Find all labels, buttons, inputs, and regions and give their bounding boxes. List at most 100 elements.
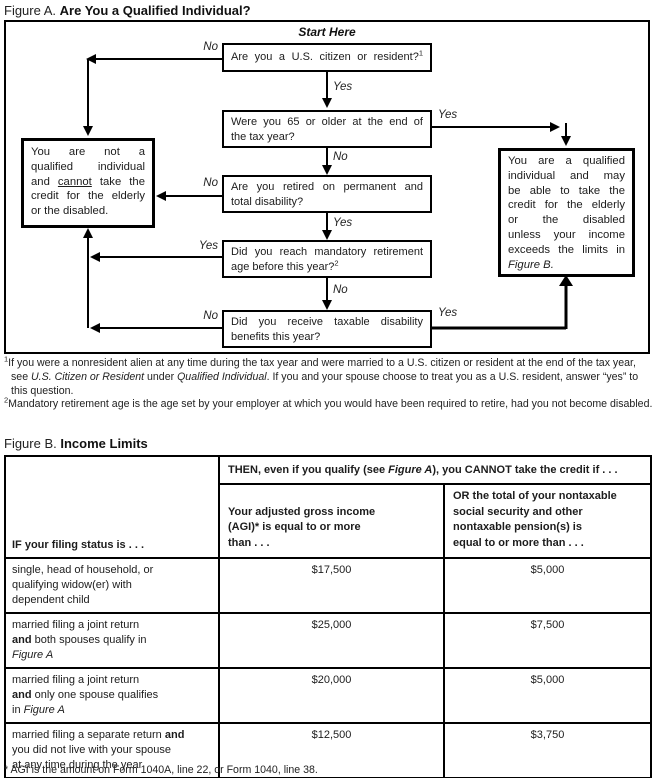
- footnote-italic: Qualified Individual: [177, 370, 267, 383]
- status-text: you did not live with your spouse: [12, 744, 171, 756]
- footnote-ref: 2: [334, 257, 339, 267]
- result-line: You are not a: [31, 146, 145, 158]
- result-line-text: and: [31, 175, 58, 188]
- yes-label: Yes: [333, 217, 353, 229]
- status-bold: and: [164, 729, 185, 741]
- agi-amount-cell: $20,000: [218, 667, 445, 724]
- pension-amount-cell: $7,500: [442, 612, 653, 669]
- pension-header-line: OR the total of your nontaxable: [453, 490, 617, 502]
- footnote-italic: U.S. Citizen or Resident: [31, 370, 145, 383]
- no-label: No: [333, 151, 348, 163]
- result-line: be able to take the: [508, 184, 625, 197]
- start-here-label: Start Here: [298, 25, 356, 39]
- footnote-number: 2: [4, 395, 9, 405]
- question-box-age-65: Were you 65 or older at the end of the t…: [222, 110, 432, 148]
- status-line: you did not live with your spouse: [12, 743, 212, 758]
- status-text: dependent child: [12, 594, 90, 606]
- then-text: ), you CANNOT take the credit if . . .: [432, 464, 618, 476]
- status-line: Figure A: [12, 648, 212, 663]
- question-line: Did you receive taxable disability: [231, 316, 423, 328]
- figure-a-reference: Figure A: [388, 464, 433, 476]
- header-row-then: IF your filing status is . . . THEN, eve…: [4, 455, 653, 559]
- then-text: THEN, even if you qualify (see: [228, 464, 389, 476]
- footnote-number: 1: [4, 354, 9, 364]
- agi-amount-cell: $25,000: [218, 612, 445, 669]
- income-limits-table: IF your filing status is . . . THEN, eve…: [4, 455, 653, 778]
- pension-header-line: social security and other: [453, 505, 583, 518]
- no-label: No: [203, 310, 218, 322]
- status-line: at any time during the year: [12, 758, 212, 773]
- agi-header-line: Your adjusted gross income: [228, 505, 376, 518]
- status-bold: and: [12, 634, 32, 646]
- question-line: Are you retired on permanent and: [231, 181, 423, 193]
- result-line: You are a qualified: [508, 155, 625, 167]
- status-text: married filing a separate return: [12, 729, 165, 741]
- footnote-text: . If you and your spouse choose to treat…: [11, 370, 639, 397]
- agi-header-cell: Your adjusted gross income (AGI)* is equ…: [218, 483, 445, 559]
- yes-label: Yes: [438, 109, 458, 121]
- qualification-flowchart: Start Here Are you a U.S. citizen or res…: [4, 20, 650, 354]
- figure-b-title-prefix: Figure B.: [4, 436, 57, 451]
- question-line: Are you a U.S. citizen or resident?: [231, 51, 419, 63]
- result-line: credit for the elderly: [31, 190, 145, 203]
- status-line: and both spouses qualify in: [12, 633, 212, 648]
- status-line: single, head of household, or: [12, 563, 212, 578]
- question-box-citizen: Are you a U.S. citizen or resident?1: [222, 43, 432, 72]
- underlined-word: cannot: [57, 175, 92, 188]
- result-line: or the disabled.: [31, 205, 109, 218]
- no-label: No: [333, 284, 348, 296]
- status-line: dependent child: [12, 593, 212, 608]
- status-line: in Figure A: [12, 703, 212, 718]
- header-row-columns: Your adjusted gross income (AGI)* is equ…: [5, 483, 653, 559]
- filing-status-cell: married filing a joint return and only o…: [4, 667, 220, 724]
- footnote-text: under: [144, 370, 178, 383]
- question-box-disability: Are you retired on permanent and total d…: [222, 175, 432, 213]
- status-text: single, head of household, or: [12, 564, 154, 576]
- status-line: and only one spouse qualifies: [12, 688, 212, 703]
- flowchart-border: [4, 20, 650, 354]
- status-line: married filing a separate return and: [12, 728, 212, 743]
- status-text: both spouses qualify in: [31, 634, 147, 646]
- table-row-single: single, head of household, or qualifying…: [4, 557, 653, 614]
- question-text: Are you a U.S. citizen or resident?1: [231, 49, 423, 65]
- question-line: total disability?: [231, 195, 304, 208]
- result-line: credit for the elderly: [508, 199, 625, 212]
- pension-header-line: equal to or more than . . .: [453, 536, 584, 549]
- question-line: age before this year?2: [231, 257, 423, 275]
- question-line: Were you 65 or older at the end of: [231, 116, 423, 128]
- filing-status-cell: married filing a separate return and you…: [4, 722, 220, 778]
- status-line: qualifying widow(er) with: [12, 578, 212, 593]
- status-text: only one spouse qualifies: [31, 689, 159, 701]
- flowchart-connectors: [4, 20, 650, 354]
- footnote-1: 1If you were a nonresident alien at any …: [4, 354, 655, 398]
- status-text: in: [12, 704, 24, 716]
- status-text: qualifying widow(er) with: [12, 579, 132, 591]
- yes-label: Yes: [333, 81, 353, 93]
- table-row-joint-both: married filing a joint return and both s…: [4, 612, 653, 669]
- question-line-text: age before this year?: [231, 260, 335, 273]
- no-label: No: [203, 41, 218, 53]
- status-text: married filing a joint return: [12, 619, 140, 631]
- result-line: individual and may: [508, 169, 625, 182]
- footnote-2: 2Mandatory retirement age is the age set…: [4, 395, 655, 412]
- status-line: married filing a joint return: [12, 618, 212, 633]
- agi-amount-cell: $17,500: [218, 557, 445, 614]
- table-row-separate: married filing a separate return and you…: [4, 722, 653, 778]
- filing-status-header-text: IF your filing status is . . .: [12, 539, 145, 551]
- pension-amount-cell: $3,750: [442, 722, 653, 778]
- filing-status-header-cell: IF your filing status is . . .: [4, 455, 220, 559]
- table-row-joint-one: married filing a joint return and only o…: [4, 667, 653, 724]
- status-text: married filing a joint return: [12, 674, 140, 686]
- figure-a-title-text: Are You a Qualified Individual?: [59, 3, 251, 18]
- filing-status-cell: single, head of household, or qualifying…: [4, 557, 220, 614]
- question-box-retirement-age: Did you reach mandatory retirement age b…: [222, 240, 432, 278]
- figure-a-footnotes: 1If you were a nonresident alien at any …: [4, 354, 655, 412]
- figure-b-title: Figure B. Income Limits: [4, 436, 148, 451]
- agi-amount-cell: $12,500: [218, 722, 445, 778]
- result-line: or the disabled: [508, 214, 625, 227]
- yes-label: Yes: [198, 240, 218, 252]
- status-bold: and: [12, 689, 32, 701]
- agi-header-line: (AGI)* is equal to or more: [228, 521, 361, 533]
- figure-a-title-prefix: Figure A.: [4, 3, 57, 18]
- figure-b-title-text: Income Limits: [60, 436, 148, 451]
